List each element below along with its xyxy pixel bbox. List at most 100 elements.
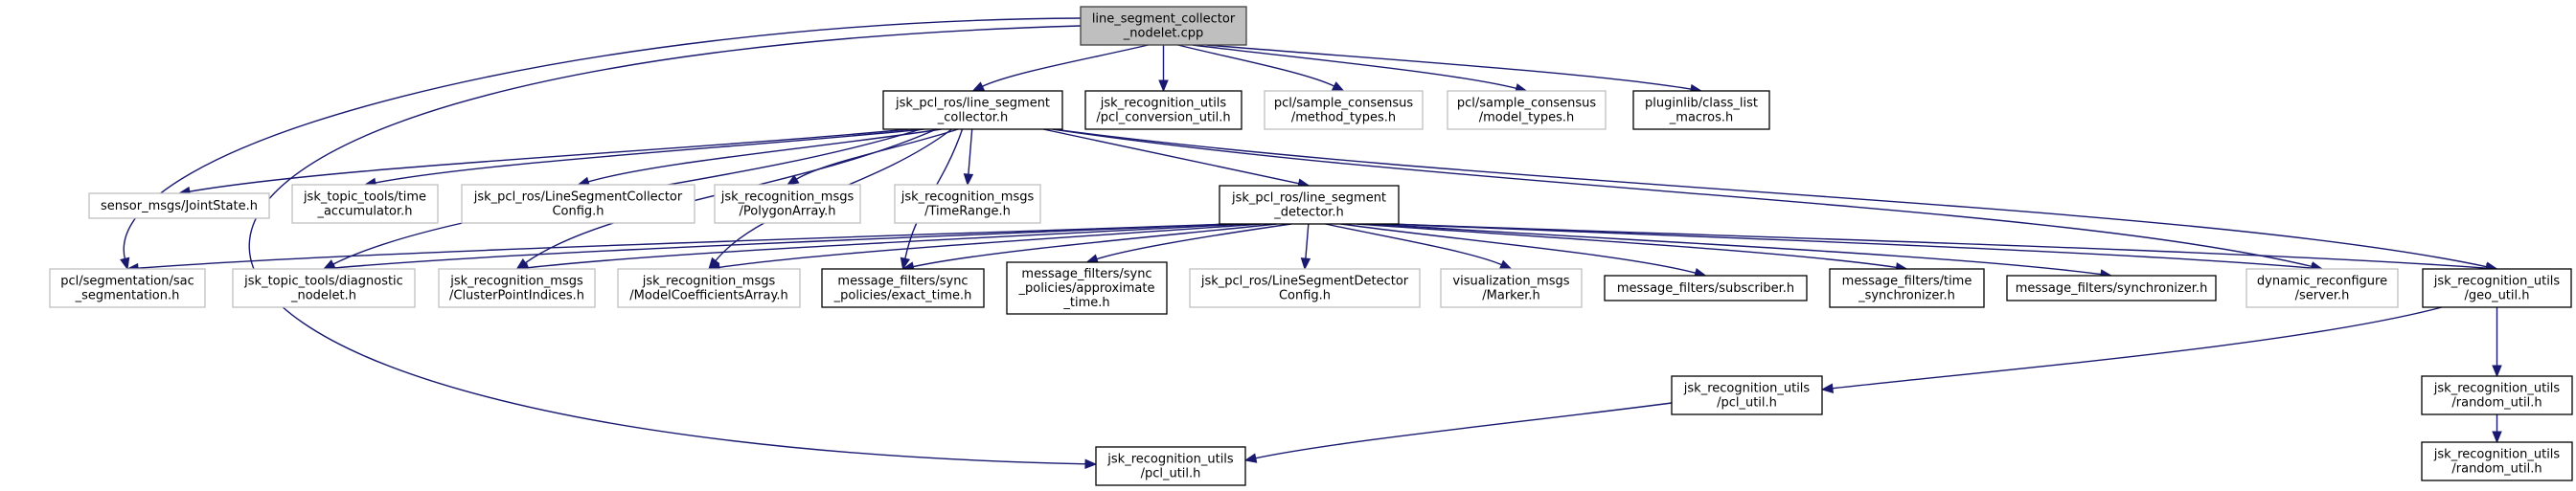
node-label: jsk_pcl_ros/line_segment (1231, 191, 1386, 206)
node-box (49, 268, 206, 308)
edge-geo-to-pclutil_a (1820, 306, 2443, 393)
node-box[interactable] (2421, 375, 2573, 415)
node-label: jsk_topic_tools/time (303, 190, 426, 205)
node-label: jsk_pcl_ros/line_segment (895, 97, 1050, 111)
node-box (1189, 268, 1421, 308)
nodes-layer: line_segment_collector_nodelet.cpp jsk_pc… (49, 6, 2573, 486)
node-subscriber[interactable]: message_filters/subscriber.h (1604, 275, 1808, 301)
node-box[interactable] (1829, 268, 1985, 308)
edge-line (1305, 223, 1310, 260)
node-label: /PolygonArray.h (740, 205, 836, 219)
node-label: _accumulator.h (316, 205, 412, 219)
arrowhead-icon (1498, 259, 1513, 270)
edge-lsc-to-timerange (963, 128, 974, 187)
edge-line (1052, 128, 2314, 268)
edge-line (586, 128, 942, 183)
node-box[interactable] (1080, 6, 1247, 46)
node-box (461, 184, 695, 224)
node-label: /pcl_util.h (1717, 396, 1777, 411)
node-timesync[interactable]: message_filters/time_synchronizer.h (1829, 268, 1985, 308)
node-box[interactable] (882, 90, 1063, 130)
edge-line (1042, 128, 1300, 185)
node-root[interactable]: line_segment_collector_nodelet.cpp (1080, 6, 1247, 46)
node-pclutil_b[interactable]: jsk_recognition_utils/pcl_util.h (1095, 446, 1246, 486)
node-label: pluginlib/class_list (1645, 97, 1758, 111)
edge-root-to-lsc (971, 44, 1149, 92)
node-label: _time.h (1062, 296, 1109, 310)
edge-lsc-to-lsd (1042, 128, 1311, 189)
node-sync[interactable]: message_filters/synchronizer.h (2006, 275, 2217, 301)
node-random_a[interactable]: jsk_recognition_utils/random_util.h (2421, 375, 2573, 415)
node-label: /random_util.h (2451, 396, 2542, 411)
edge-line (1254, 402, 1673, 459)
node-label: /geo_util.h (2464, 289, 2529, 303)
arrowhead-icon (2492, 365, 2502, 378)
node-pclutil_a[interactable]: jsk_recognition_utils/pcl_util.h (1671, 375, 1823, 415)
node-box[interactable] (1084, 90, 1242, 130)
node-label: message_filters/sync (837, 275, 968, 289)
node-label: jsk_recognition_msgs (720, 190, 855, 205)
node-box (232, 268, 416, 308)
node-box[interactable] (1632, 90, 1770, 130)
edge-line (1177, 44, 1335, 88)
edge-random_a-to-random_b (2492, 414, 2502, 444)
edge-line (718, 223, 1262, 269)
node-geo[interactable]: jsk_recognition_utils/geo_util.h (2422, 268, 2572, 308)
edge-line (981, 44, 1149, 88)
edge-line (136, 223, 1230, 269)
edge-root-to-method (1177, 44, 1345, 92)
node-exact[interactable]: message_filters/sync_policies/exact_time… (821, 268, 985, 308)
node-marker: visualization_msgs/Marker.h (1440, 268, 1583, 308)
node-lsd[interactable]: jsk_pcl_ros/line_segment_detector.h (1219, 185, 1400, 225)
arrowhead-icon (1158, 79, 1169, 93)
node-label: line_segment_collector (1092, 12, 1236, 27)
node-label: jsk_recognition_utils (1106, 453, 1234, 467)
edge-lsd-to-lsdconfig (1300, 223, 1311, 271)
node-box[interactable] (1604, 275, 1808, 301)
node-timerange: jsk_recognition_msgs/TimeRange.h (894, 184, 1041, 224)
node-label: pcl/sample_consensus (1457, 97, 1597, 111)
node-label: pcl/segmentation/sac (60, 275, 194, 289)
node-box[interactable] (1095, 446, 1246, 486)
node-box[interactable] (1219, 185, 1400, 225)
node-label: pcl/sample_consensus (1274, 97, 1414, 111)
node-box[interactable] (2006, 275, 2217, 301)
node-label: _nodelet.cpp (1123, 27, 1203, 41)
node-box[interactable] (821, 268, 985, 308)
arrowhead-icon (786, 174, 800, 186)
node-box (1440, 268, 1583, 308)
edges-layer (120, 17, 2502, 469)
node-label: /Marker.h (1482, 289, 1540, 303)
node-label: /ClusterPointIndices.h (449, 289, 584, 303)
edge-lsd-to-dynserver (1388, 223, 2324, 274)
edge-line (1325, 223, 1503, 266)
node-label: /server.h (2295, 289, 2350, 303)
node-plugin[interactable]: pluginlib/class_list_macros.h (1632, 90, 1770, 130)
node-label: jsk_pcl_ros/LineSegmentCollector (473, 190, 683, 205)
node-box[interactable] (1006, 261, 1168, 315)
node-box[interactable] (1671, 375, 1823, 415)
edge-line (1831, 306, 2443, 390)
node-label: _detector.h (1273, 206, 1344, 220)
edge-line (374, 128, 924, 184)
node-box (714, 184, 861, 224)
node-random_b[interactable]: jsk_recognition_utils/random_util.h (2421, 441, 2573, 481)
edge-line (1356, 223, 1898, 269)
edge-root-to-pclconv (1158, 45, 1169, 93)
node-label: /random_util.h (2451, 462, 2542, 477)
node-box (617, 268, 801, 308)
node-label: _nodelet.h (290, 289, 356, 303)
node-label: jsk_recognition_utils (1683, 382, 1811, 396)
node-lsc[interactable]: jsk_pcl_ros/line_segment_collector.h (882, 90, 1063, 130)
arrowhead-icon (971, 81, 986, 92)
edge-line (1388, 223, 2314, 269)
node-approx[interactable]: message_filters/sync_policies/approximat… (1006, 261, 1168, 315)
node-box[interactable] (2421, 441, 2573, 481)
node-diag: jsk_topic_tools/diagnostic_nodelet.h (232, 268, 416, 308)
node-pclconv[interactable]: jsk_recognition_utils/pcl_conversion_uti… (1084, 90, 1242, 130)
arrowhead-icon (1243, 453, 1258, 463)
node-box[interactable] (2422, 268, 2572, 308)
node-sac: pcl/segmentation/sac_segmentation.h (49, 268, 206, 308)
node-label: jsk_recognition_msgs (642, 275, 776, 289)
